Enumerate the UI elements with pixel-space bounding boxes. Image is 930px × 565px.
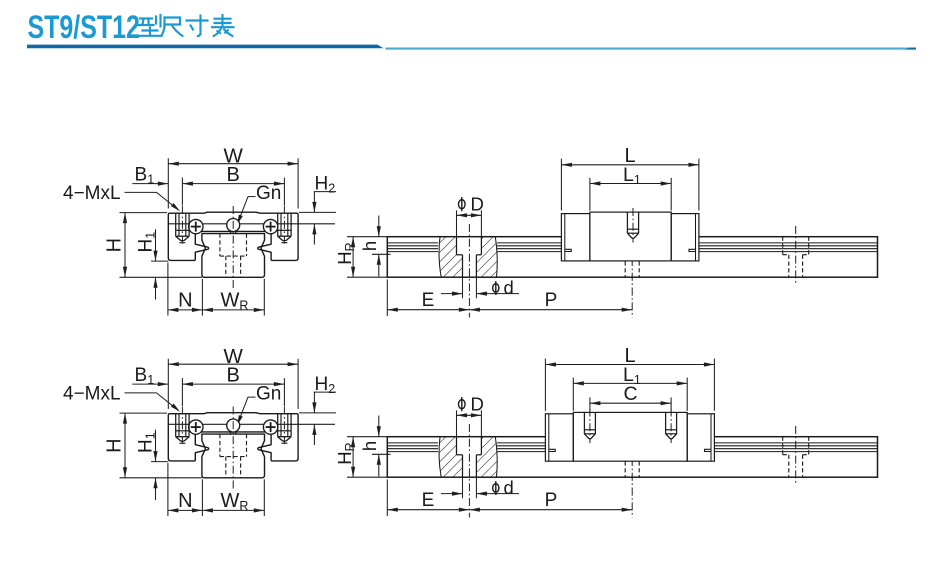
svg-text:W: W	[224, 144, 244, 167]
svg-text:B: B	[227, 164, 240, 186]
svg-text:L: L	[624, 345, 635, 367]
svg-text:N: N	[178, 289, 192, 311]
svg-text:P: P	[545, 290, 558, 311]
svg-text:Gn: Gn	[256, 183, 281, 204]
svg-text:L: L	[624, 145, 635, 167]
svg-text:H: H	[104, 238, 126, 252]
svg-text:E: E	[422, 290, 435, 311]
svg-text:4−MxL: 4−MxL	[63, 183, 121, 204]
svg-text:D: D	[471, 194, 484, 215]
svg-text:d: d	[504, 277, 514, 298]
svg-text:C: C	[623, 383, 637, 405]
svg-text:h: h	[359, 241, 380, 251]
svg-text:ST9/ST12: ST9/ST12	[28, 10, 140, 46]
